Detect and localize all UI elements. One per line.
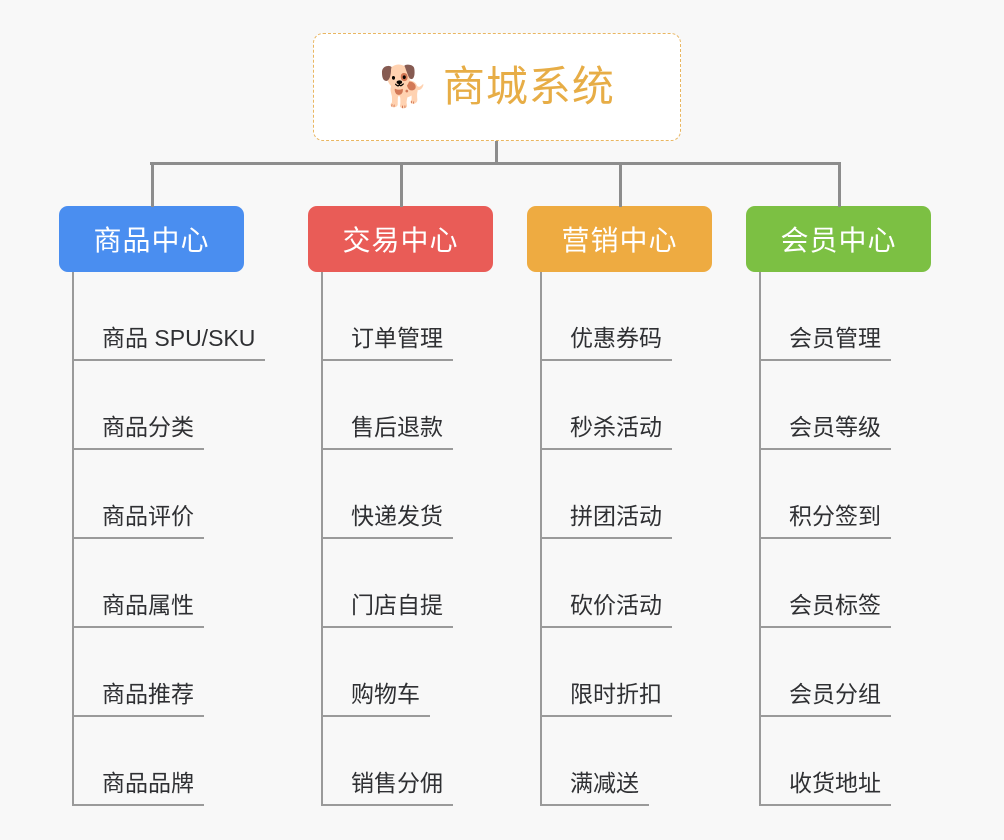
branch-items-trade-center: 订单管理售后退款快递发货门店自提购物车销售分佣 [321,272,493,806]
branch-items-marketing-center: 优惠券码秒杀活动拼团活动砍价活动限时折扣满减送 [540,272,712,806]
leaf-item[interactable]: 商品分类 [72,361,244,450]
branch-header-label: 营销中心 [561,225,678,256]
leaf-item[interactable]: 商品属性 [72,539,244,628]
leaf-item-label: 会员等级 [759,414,891,450]
leaf-item-label: 售后退款 [321,414,453,450]
leaf-item[interactable]: 积分签到 [759,450,931,539]
leaf-item[interactable]: 拼团活动 [540,450,712,539]
branch-items-member-center: 会员管理会员等级积分签到会员标签会员分组收货地址 [759,272,931,806]
connector-drop-member-center [838,162,841,207]
connector-drop-product-center [151,162,154,207]
branch-header-member-center[interactable]: 会员中心 [746,206,931,272]
branch-trade-center: 交易中心订单管理售后退款快递发货门店自提购物车销售分佣 [308,206,493,806]
shiba-dog-face-icon: 🐕 [379,65,429,109]
leaf-item-label: 门店自提 [321,592,453,628]
leaf-item[interactable]: 会员标签 [759,539,931,628]
connector-drop-trade-center [400,162,403,207]
branch-header-label: 商品中心 [93,225,210,256]
leaf-item[interactable]: 收货地址 [759,717,931,806]
branch-items-product-center: 商品 SPU/SKU 商品分类商品评价商品属性商品推荐商品品牌 [72,272,266,806]
connector-trunk-trade-center [321,272,323,806]
branch-member-center: 会员中心会员管理会员等级积分签到会员标签会员分组收货地址 [746,206,931,806]
leaf-item-label: 商品评价 [72,503,204,539]
branch-header-product-center[interactable]: 商品中心 [59,206,244,272]
connector-trunk-member-center [759,272,761,806]
leaf-item[interactable]: 会员等级 [759,361,931,450]
leaf-item-label: 会员管理 [759,325,891,361]
leaf-item[interactable]: 满减送 [540,717,712,806]
leaf-item-label: 商品 SPU/SKU [72,325,266,361]
leaf-item-label: 订单管理 [321,325,453,361]
branch-product-center: 商品中心商品 SPU/SKU 商品分类商品评价商品属性商品推荐商品品牌 [59,206,266,806]
branch-marketing-center: 营销中心优惠券码秒杀活动拼团活动砍价活动限时折扣满减送 [527,206,712,806]
leaf-item[interactable]: 商品评价 [72,450,244,539]
connector-drop-marketing-center [619,162,622,207]
leaf-item[interactable]: 售后退款 [321,361,493,450]
leaf-item-label: 商品品牌 [72,770,204,806]
leaf-item[interactable]: 购物车 [321,628,493,717]
leaf-item[interactable]: 销售分佣 [321,717,493,806]
leaf-item[interactable]: 会员分组 [759,628,931,717]
leaf-item-label: 收货地址 [759,770,891,806]
leaf-item-label: 商品属性 [72,592,204,628]
root-node-mall-system[interactable]: 🐕 商城系统 [313,33,681,141]
leaf-item[interactable]: 订单管理 [321,272,493,361]
leaf-item-label: 商品推荐 [72,681,204,717]
leaf-item[interactable]: 秒杀活动 [540,361,712,450]
leaf-item-label: 秒杀活动 [540,414,672,450]
leaf-item-label: 限时折扣 [540,681,672,717]
leaf-item-label: 销售分佣 [321,770,453,806]
leaf-item-label: 优惠券码 [540,325,672,361]
leaf-item[interactable]: 商品 SPU/SKU [72,272,266,361]
leaf-item[interactable]: 商品品牌 [72,717,244,806]
leaf-item[interactable]: 砍价活动 [540,539,712,628]
connector-trunk-product-center [72,272,74,806]
leaf-item-label: 满减送 [540,770,649,806]
leaf-item-label: 会员标签 [759,592,891,628]
branch-header-label: 交易中心 [342,225,459,256]
branch-header-marketing-center[interactable]: 营销中心 [527,206,712,272]
leaf-item[interactable]: 快递发货 [321,450,493,539]
connector-trunk-marketing-center [540,272,542,806]
leaf-item-label: 购物车 [321,681,430,717]
leaf-item[interactable]: 会员管理 [759,272,931,361]
leaf-item[interactable]: 门店自提 [321,539,493,628]
connector-root-stem [495,141,498,164]
leaf-item[interactable]: 商品推荐 [72,628,244,717]
branch-header-trade-center[interactable]: 交易中心 [308,206,493,272]
leaf-item-label: 会员分组 [759,681,891,717]
leaf-item-label: 砍价活动 [540,592,672,628]
leaf-item-label: 商品分类 [72,414,204,450]
root-node-title: 商城系统 [442,63,615,110]
leaf-item-label: 快递发货 [321,503,453,539]
branch-header-label: 会员中心 [780,225,897,256]
leaf-item-label: 拼团活动 [540,503,672,539]
leaf-item-label: 积分签到 [759,503,891,539]
leaf-item[interactable]: 优惠券码 [540,272,712,361]
connector-horizontal-bar [150,162,840,165]
leaf-item[interactable]: 限时折扣 [540,628,712,717]
